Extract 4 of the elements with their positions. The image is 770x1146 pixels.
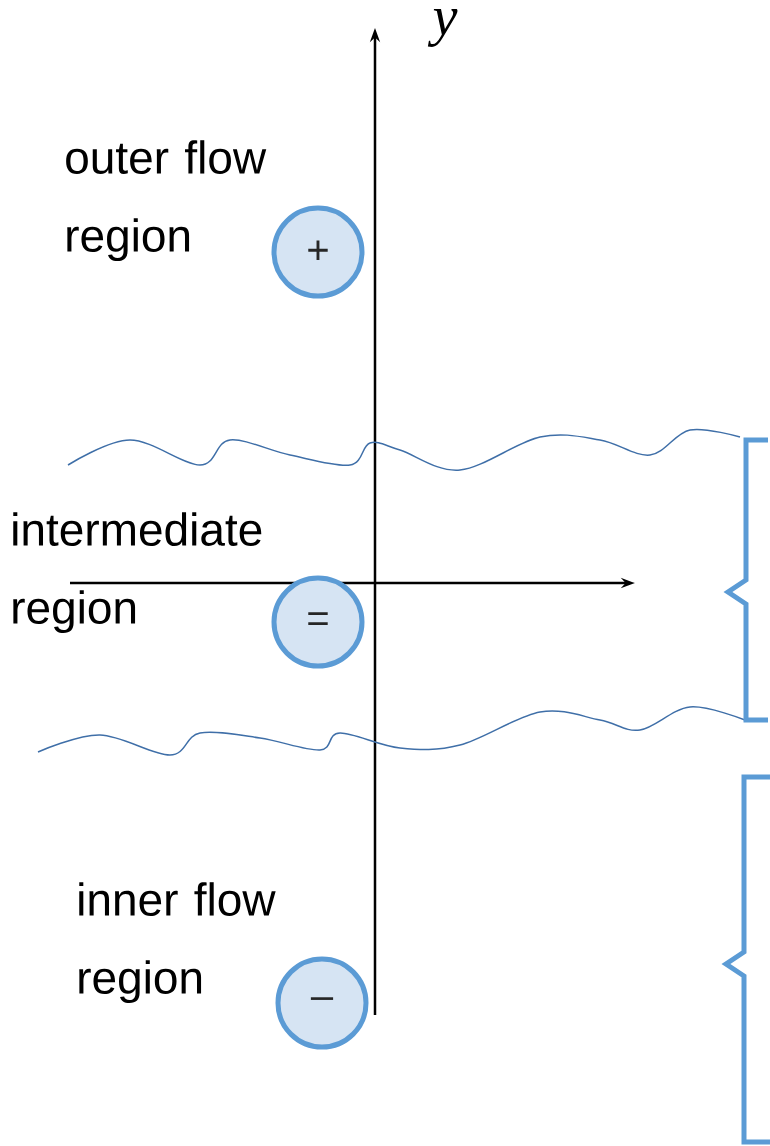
axis-label: y <box>427 9 458 47</box>
region-label: inner flow region <box>79 882 276 1004</box>
region-label: intermediate region <box>13 512 262 634</box>
region-label: outer flow region <box>66 140 267 262</box>
